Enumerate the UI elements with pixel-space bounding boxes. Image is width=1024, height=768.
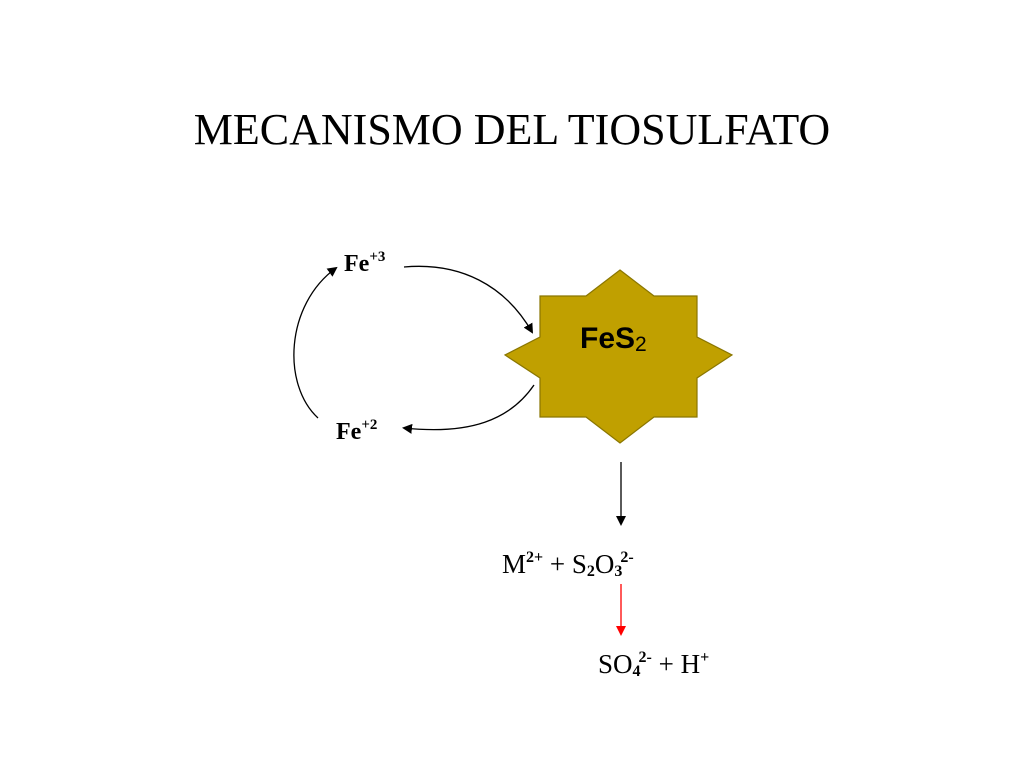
metal-charge: 2+ [526, 549, 544, 566]
hydrogen-charge: + [700, 649, 710, 666]
arrow-fe3-to-fes2 [403, 265, 533, 334]
fe2-charge: +2 [361, 417, 378, 433]
fes2-star-shape [503, 269, 734, 444]
oxygen-symbol: O [594, 549, 615, 579]
fe2-symbol: Fe [336, 419, 362, 445]
fe3-charge: +3 [369, 249, 386, 265]
plus-sign-2: + [658, 649, 674, 679]
page-title: MECANISMO DEL TIOSULFATO [193, 105, 831, 154]
fe3-label: Fe+3 [344, 249, 386, 277]
oxygen-subscript: 3 [614, 563, 623, 580]
sulfate-subscript: 4 [632, 663, 641, 680]
metal-symbol: M [502, 549, 527, 579]
sulfate-charge: 2- [638, 649, 652, 666]
sulfur-subscript: 2 [586, 563, 595, 580]
fe3-symbol: Fe [344, 251, 370, 277]
sulfur-symbol: S [571, 549, 587, 579]
fes2-label: FeS2 [580, 322, 647, 356]
plus-sign-1: + [549, 549, 566, 579]
sulfate-symbol: SO [598, 649, 633, 679]
arrow-fes2-to-fe2 [402, 384, 535, 434]
arrow-fe2-to-fe3 [293, 266, 338, 419]
thiosulfate-charge: 2- [620, 549, 634, 566]
fes2-subscript: 2 [635, 333, 647, 356]
products-thiosulfate: M2+ + S2O32- [502, 550, 634, 580]
fe2-label: Fe+2 [336, 417, 378, 445]
hydrogen-symbol: H [680, 649, 701, 679]
fes2-symbol: FeS [580, 322, 636, 355]
products-sulfate: SO42- + H+ [598, 650, 709, 680]
